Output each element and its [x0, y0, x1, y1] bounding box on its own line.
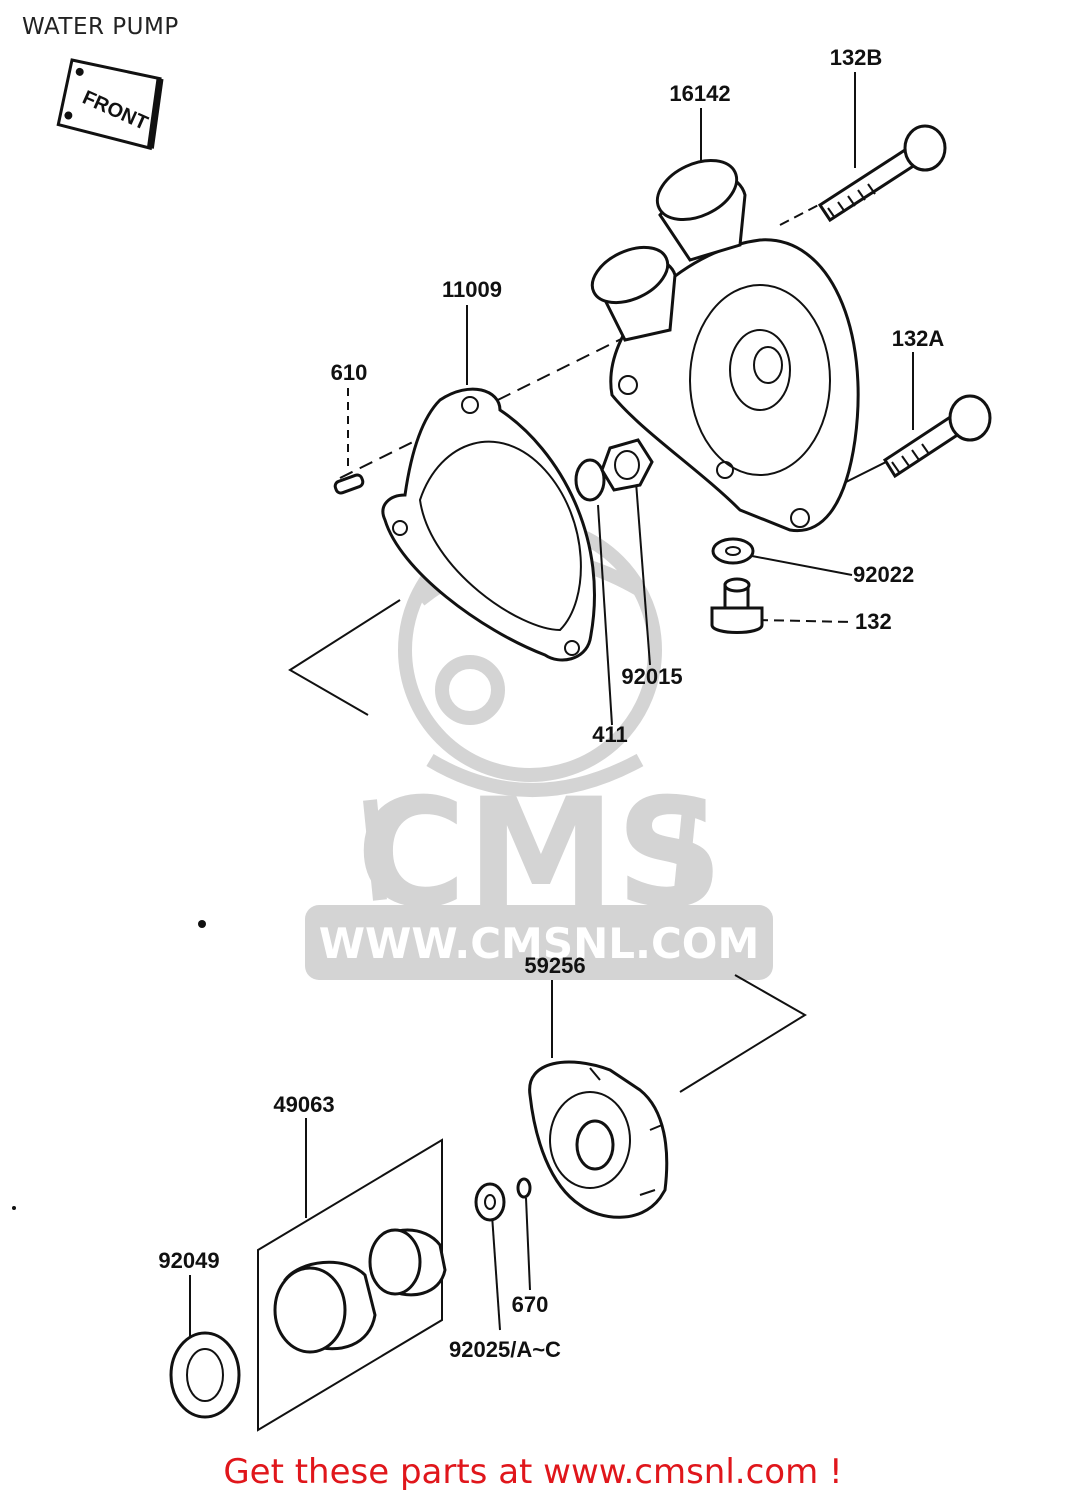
mechanical-seal-49063 — [273, 1228, 447, 1354]
washer-92022 — [711, 537, 755, 565]
assembly-bracket-upper — [288, 599, 401, 716]
gasket-11009 — [381, 387, 596, 662]
leader-92025 — [491, 1214, 501, 1331]
stray-dot — [12, 1206, 16, 1210]
nut-92015 — [600, 438, 654, 492]
assembly-bracket-lower — [679, 974, 807, 1093]
drain-bolt-132 — [710, 577, 764, 634]
part-labels: 132B 16142 11009 610 132A 92022 132 9201… — [158, 45, 944, 1362]
label-92025: 92025/A~C — [449, 1337, 561, 1362]
watermark-url-bar — [305, 905, 773, 980]
leader-411 — [597, 504, 613, 726]
label-49063: 49063 — [273, 1092, 334, 1117]
footer-promo-link[interactable]: Get these parts at www.cmsnl.com ! — [223, 1452, 843, 1492]
label-16142: 16142 — [669, 81, 730, 106]
page-title: WATER PUMP — [22, 14, 179, 40]
label-92022: 92022 — [853, 562, 914, 587]
label-92049: 92049 — [158, 1248, 219, 1273]
label-132a: 132A — [892, 326, 945, 351]
bolt-132b — [817, 124, 947, 223]
washer-92025 — [474, 1182, 506, 1222]
label-610: 610 — [331, 360, 368, 385]
impeller-59256 — [528, 1060, 669, 1219]
oil-seal-92049 — [169, 1331, 241, 1419]
label-59256: 59256 — [524, 953, 585, 978]
pin-610 — [333, 473, 365, 495]
label-670: 670 — [512, 1292, 549, 1317]
front-tag-label: FRONT — [79, 87, 151, 135]
pump-cover-16142 — [590, 158, 860, 533]
leader-670 — [525, 1197, 531, 1291]
label-92015: 92015 — [621, 664, 682, 689]
washer-411 — [574, 458, 606, 502]
label-411: 411 — [592, 722, 628, 747]
label-132b: 132B — [830, 45, 883, 70]
front-direction-tag: FRONT — [56, 58, 164, 151]
assembly-box-49063 — [257, 1138, 443, 1432]
watermark-url: WWW.CMSNL.COM — [319, 919, 760, 968]
bolt-132a — [882, 394, 992, 479]
leader-92022 — [751, 555, 853, 576]
watermark: CMS WWW.CMSNL.COM — [305, 518, 773, 980]
stray-dot — [198, 920, 206, 928]
leader-132 — [757, 619, 853, 623]
label-132: 132 — [855, 609, 892, 634]
o-ring-670 — [516, 1177, 532, 1199]
label-11009: 11009 — [442, 277, 502, 302]
leader-92015 — [635, 481, 651, 666]
